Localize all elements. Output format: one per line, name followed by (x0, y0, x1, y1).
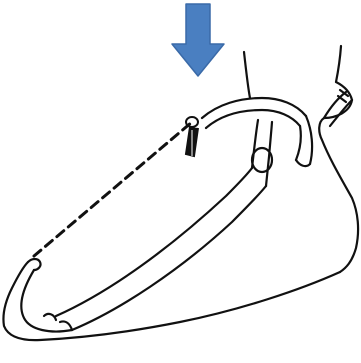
foot-outline (3, 100, 358, 340)
tassel-attachment (186, 117, 198, 156)
dashed-cord (34, 122, 192, 256)
leg-outline (244, 46, 352, 100)
down-arrow-icon (172, 4, 224, 76)
foot-brace (56, 90, 352, 330)
